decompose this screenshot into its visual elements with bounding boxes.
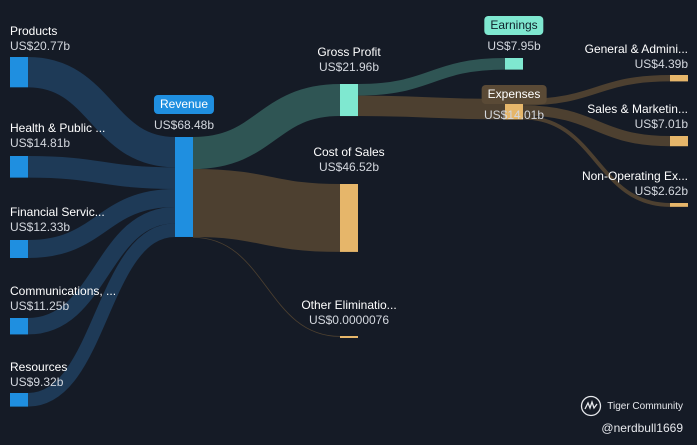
link-products-to-revenue — [27, 57, 176, 168]
node-sales-mkt — [670, 136, 688, 147]
expenses-pill: Expenses — [481, 85, 547, 104]
resources-label: Resources US$9.32b — [10, 360, 68, 389]
revenue-label: Revenue US$68.48b — [153, 95, 215, 132]
link-expenses-to-non_op — [522, 115, 671, 207]
link-revenue-to-other_elim — [192, 236, 341, 337]
gross-profit-label: Gross Profit US$21.96b — [317, 45, 381, 74]
node-cost-of-sales — [340, 184, 358, 252]
watermark-handle: @nerdbull1669 — [601, 421, 683, 435]
health-label: Health & Public ... US$14.81b — [10, 121, 106, 150]
link-resources-to-revenue — [27, 223, 176, 407]
cost-of-sales-label: Cost of Sales US$46.52b — [313, 145, 385, 174]
watermark: Tiger Community @nerdbull1669 — [580, 395, 683, 435]
earnings-label: Earnings US$7.95b — [484, 16, 544, 54]
link-gross_profit-to-expenses — [357, 95, 506, 120]
node-other-elim — [340, 336, 358, 338]
expenses-label: Expenses US$14.01b — [481, 85, 547, 123]
sales-marketing-label: Sales & Marketin... US$7.01b — [587, 102, 688, 131]
link-communications-to-revenue — [27, 206, 176, 335]
general-admin-label: General & Admini... US$4.39b — [584, 42, 688, 71]
tiger-logo-icon — [581, 395, 602, 417]
node-non-op — [670, 203, 688, 207]
node-resources — [10, 393, 28, 407]
node-revenue — [175, 137, 193, 237]
earnings-pill: Earnings — [484, 16, 544, 35]
link-expenses-to-sales_mkt — [522, 105, 671, 147]
other-eliminations-label: Other Eliminatio... US$0.0000076 — [301, 298, 397, 327]
non-operating-label: Non-Operating Ex... US$2.62b — [581, 169, 688, 198]
node-products — [10, 57, 28, 88]
link-revenue-to-gross_profit — [192, 84, 341, 170]
watermark-brand: Tiger Community — [607, 400, 683, 412]
node-gen-admin — [670, 75, 688, 82]
node-gross-profit — [340, 84, 358, 117]
revenue-pill: Revenue — [153, 95, 215, 114]
node-expenses — [505, 99, 523, 120]
link-gross_profit-to-earnings — [357, 58, 506, 96]
node-financial — [10, 240, 28, 259]
sankey-nodes — [10, 57, 688, 407]
link-financial-to-revenue — [27, 188, 176, 259]
financial-label: Financial Servic... US$12.33b — [10, 205, 105, 234]
products-label: Products US$20.77b — [10, 24, 71, 53]
node-earnings — [505, 58, 523, 70]
link-health-to-revenue — [27, 155, 176, 189]
link-revenue-to-cost_of_sales — [192, 169, 341, 252]
communications-label: Communications, ... US$11.25b — [10, 284, 117, 313]
node-health — [10, 156, 28, 178]
node-communications — [10, 318, 28, 335]
